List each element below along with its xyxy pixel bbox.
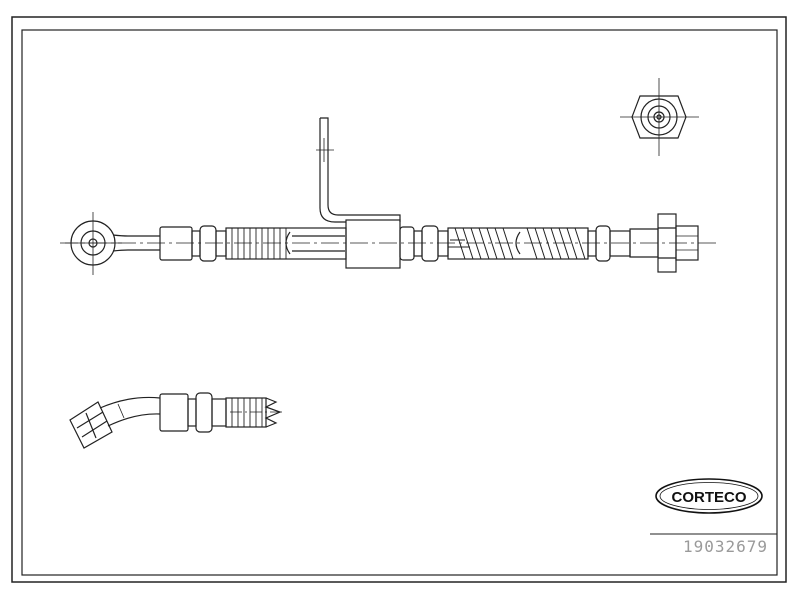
angled-end-detail-icon	[69, 392, 285, 449]
inner-frame	[21, 29, 778, 576]
outer-frame	[11, 16, 787, 583]
part-number: 19032679	[683, 537, 768, 556]
corteco-logo: CORTECO	[655, 478, 763, 514]
brand-logo-text: CORTECO	[672, 489, 747, 506]
nut-end-view-icon	[620, 78, 699, 156]
brake-hose-main-icon	[60, 117, 718, 275]
